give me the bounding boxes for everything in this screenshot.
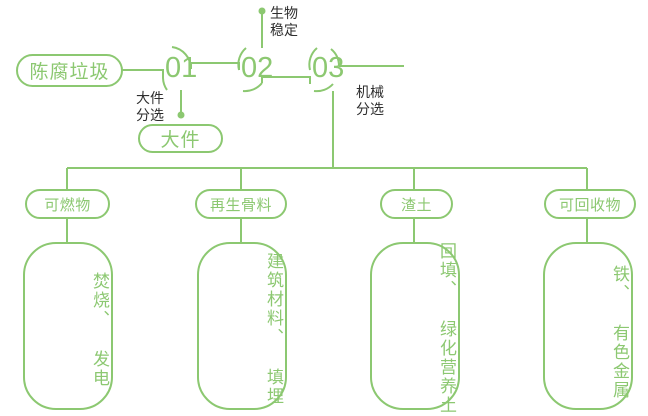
link-step1-to-step2 <box>190 62 240 70</box>
output-capsule-3 <box>380 189 453 219</box>
usage-text-2: 建筑材料、 填埋 <box>264 252 283 406</box>
step2-arc-lower <box>242 82 263 93</box>
step-note-mechanical-sorting: 机械 分选 <box>356 84 384 117</box>
step1-arc-lower <box>162 77 168 91</box>
usage-text-4: 铁、 有色金属 <box>610 264 629 400</box>
output-label-3: 渣土 <box>400 196 432 214</box>
output-capsule-4 <box>544 189 636 219</box>
usage-box-3 <box>370 242 460 410</box>
usage-text-1: 焚烧、 发电 <box>90 272 109 388</box>
output-label-1: 可燃物 <box>44 196 91 214</box>
bio-stabilize-dot <box>258 7 266 15</box>
step-number-01: 01 <box>165 52 198 84</box>
output-label-2: 再生骨料 <box>209 196 272 214</box>
usage-box-2 <box>197 242 287 410</box>
step3-arc <box>308 47 318 71</box>
usage-box-4 <box>543 242 633 410</box>
step-number-03: 03 <box>312 52 345 84</box>
bulky-capsule <box>138 124 223 153</box>
step-number-02: 02 <box>241 52 274 84</box>
source-label: 陈腐垃圾 <box>29 62 110 83</box>
bulky-output-label: 大件 <box>160 130 201 151</box>
link-source-to-step1 <box>122 69 164 78</box>
usage-box-1 <box>23 242 113 410</box>
usage-text-3: 回填、 绿化营养土 <box>437 241 456 415</box>
step3-arc-lower <box>313 83 334 93</box>
step3-arc-upper <box>330 48 341 67</box>
step-note-bio-stabilize: 生物 稳定 <box>270 5 298 38</box>
step2-arc <box>237 47 247 71</box>
output-label-4: 可回收物 <box>558 196 621 214</box>
link-step2-to-step3 <box>261 76 311 84</box>
step-note-bulky-sorting: 大件 分选 <box>136 90 164 123</box>
bulky-dot <box>177 111 185 119</box>
